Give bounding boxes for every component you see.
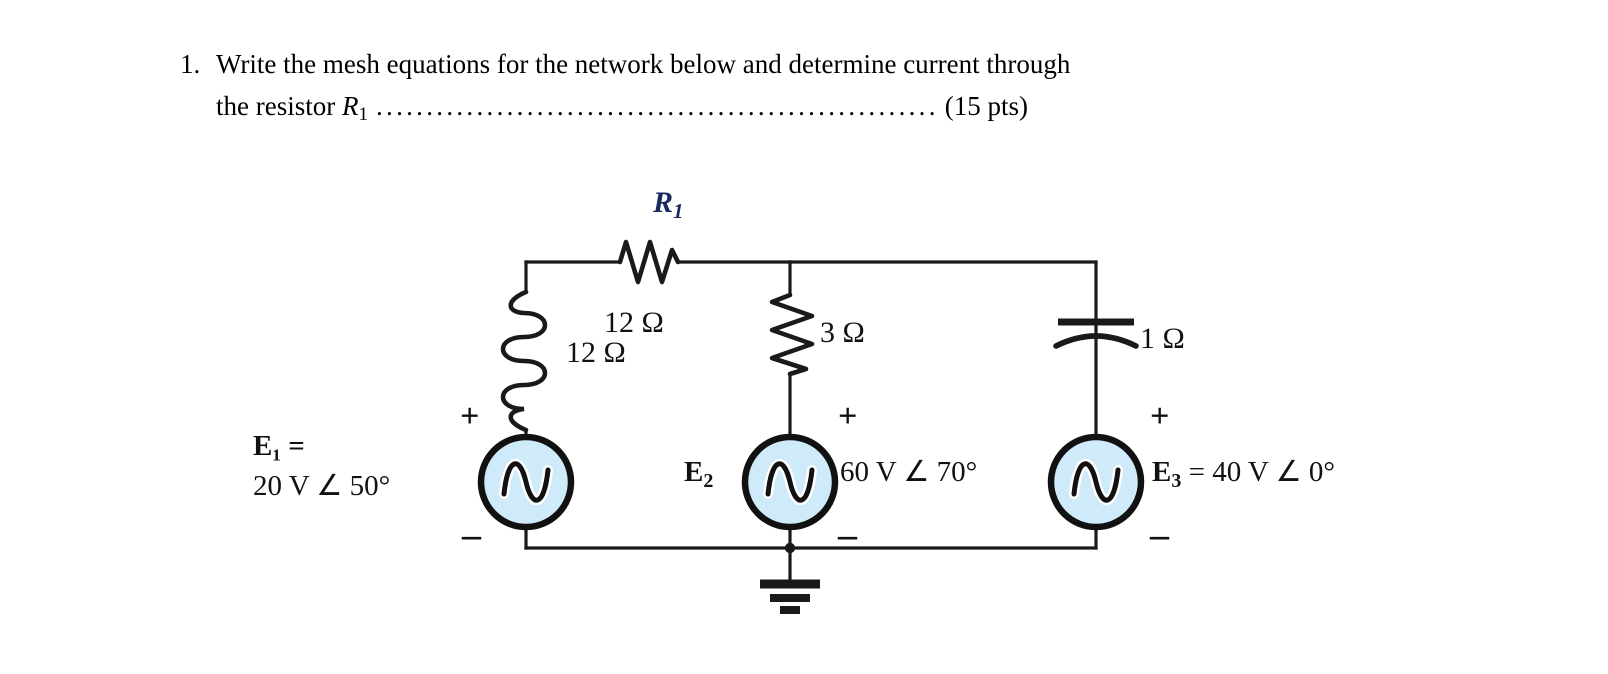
label-r1: R1 [653, 186, 684, 223]
question-text-2: the resistor [216, 90, 336, 121]
question-block: 1. Write the mesh equations for the netw… [180, 44, 1420, 128]
label-capacitor-value: 1 Ω [1140, 322, 1185, 355]
question-number: 1. [180, 49, 201, 79]
source-e1-minus: – [462, 514, 481, 556]
source-e2-value: 60 V ∠ 70° [840, 456, 978, 488]
label-resistor3-value: 3 Ω [820, 316, 865, 349]
inductor-coil [500, 289, 548, 433]
resistor-symbol: R [341, 90, 359, 121]
source-e1[interactable] [477, 433, 575, 531]
source-e1-label-line2: 20 V ∠ 50° [253, 470, 391, 502]
resistor-3ohm-zigzag [769, 292, 815, 377]
source-e2-minus: – [838, 514, 857, 556]
label-r1-value: 12 Ω [604, 306, 664, 339]
sine-wave-icon [501, 461, 551, 503]
source-e1-plus: + [460, 398, 480, 435]
resistor-r1-zigzag [617, 239, 681, 285]
junction-dot-bottom [784, 542, 796, 554]
leader-dots: ........................................… [375, 90, 939, 121]
source-e3[interactable] [1047, 433, 1145, 531]
sine-wave-icon [765, 461, 815, 503]
sine-wave-icon [1071, 461, 1121, 503]
resistor-symbol-subscript: 1 [358, 103, 368, 125]
source-e3-minus: – [1150, 514, 1169, 556]
source-e3-plus: + [1150, 398, 1170, 435]
question-line-1: 1. Write the mesh equations for the netw… [180, 44, 1420, 86]
source-e1-label-line1: E₁ = [253, 430, 305, 462]
source-e2[interactable] [741, 433, 839, 531]
circuit-svg [477, 239, 1145, 614]
source-e3-label: E3 = 40 V ∠ 0° [1152, 456, 1335, 492]
circuit-diagram: R1 12 Ω 12 Ω 3 Ω 1 Ω E₁ = 20 V ∠ 50° + –… [0, 150, 1608, 650]
source-e2-plus: + [838, 398, 858, 435]
source-e2-label: E2 [684, 456, 714, 492]
question-text-1: Write the mesh equations for the network… [216, 49, 1071, 79]
label-inductor-value: 12 Ω [566, 336, 626, 369]
question-points: (15 pts) [944, 90, 1029, 121]
ground-symbol [760, 579, 820, 614]
